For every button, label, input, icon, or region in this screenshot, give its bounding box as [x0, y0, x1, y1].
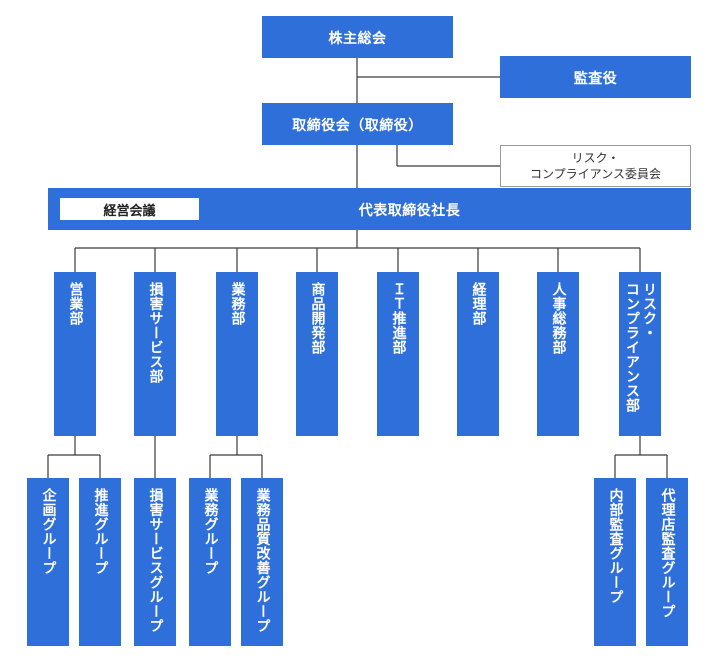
department-box: リスク・ コンプライアンス部 — [619, 272, 661, 436]
group-box: 推進グループ — [79, 478, 121, 646]
group-label: 損害サービスグループ — [147, 488, 164, 633]
group-box: 企画グループ — [27, 478, 69, 646]
board-of-directors-label: 取締役会（取締役） — [292, 117, 423, 134]
department-box: 営業部 — [54, 272, 96, 436]
department-label: 経理部 — [470, 282, 487, 326]
shareholders-meeting-label: 株主総会 — [328, 30, 387, 47]
department-label: 営業部 — [67, 282, 84, 326]
department-label: 人事総務部 — [550, 282, 567, 355]
department-label: ＩＴ推進部 — [390, 282, 407, 355]
group-box: 業務品質改善グループ — [241, 478, 283, 646]
president-label: 代表取締役社長 — [358, 202, 461, 219]
group-box: 損害サービスグループ — [134, 478, 176, 646]
auditor-box: 監査役 — [500, 56, 691, 98]
department-label: 商品開発部 — [309, 282, 326, 355]
shareholders-meeting-box: 株主総会 — [262, 16, 453, 58]
management-meeting-box: 経営会議 — [60, 198, 199, 220]
department-box: 人事総務部 — [537, 272, 579, 436]
management-meeting-label: 経営会議 — [103, 203, 156, 219]
department-box: 商品開発部 — [296, 272, 338, 436]
group-label: 代理店監査グループ — [659, 488, 676, 619]
department-box: 業務部 — [216, 272, 258, 436]
department-label: リスク・ コンプライアンス部 — [624, 282, 657, 413]
department-label: 損害サービス部 — [147, 282, 164, 384]
risk-compliance-committee-box: リスク・ コンプライアンス委員会 — [500, 145, 691, 187]
group-box: 業務グループ — [189, 478, 231, 646]
group-box: 代理店監査グループ — [646, 478, 688, 646]
group-label: 業務グループ — [202, 488, 219, 575]
group-label: 企画グループ — [40, 488, 57, 575]
board-of-directors-box: 取締役会（取締役） — [262, 103, 453, 145]
department-label: 業務部 — [229, 282, 246, 326]
group-label: 業務品質改善グループ — [254, 488, 271, 633]
risk-committee-line2: コンプライアンス委員会 — [530, 167, 661, 181]
group-label: 内部監査グループ — [607, 488, 624, 604]
risk-committee-line1: リスク・ — [571, 151, 620, 165]
department-box: 経理部 — [457, 272, 499, 436]
department-box: 損害サービス部 — [134, 272, 176, 436]
department-box: ＩＴ推進部 — [377, 272, 419, 436]
auditor-label: 監査役 — [573, 70, 618, 87]
group-label: 推進グループ — [92, 488, 109, 575]
group-box: 内部監査グループ — [594, 478, 636, 646]
